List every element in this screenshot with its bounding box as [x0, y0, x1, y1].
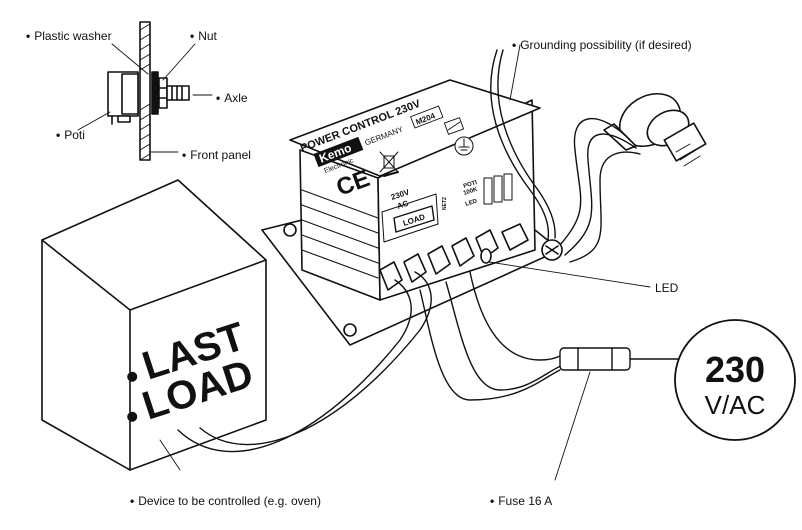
remote-poti — [559, 92, 707, 263]
callout-led-text: LED — [655, 281, 679, 295]
load-box-dot-bottom — [127, 411, 138, 422]
bullet-dot: • — [182, 148, 187, 162]
callout-grounding: •Grounding possibility (if desired) — [512, 38, 692, 52]
poti-value-label: 100K — [463, 187, 479, 197]
mains-unit: V/AC — [705, 390, 766, 420]
poti-terminal-label: POTI — [463, 180, 478, 190]
callout-nut: •Nut — [190, 29, 217, 43]
callout-axle: •Axle — [216, 91, 248, 105]
callout-grounding-text: Grounding possibility (if desired) — [520, 38, 692, 52]
callout-front-panel-text: Front panel — [190, 148, 251, 162]
callout-led: LED — [655, 281, 678, 295]
bullet-dot: • — [56, 128, 61, 142]
callout-poti: •Poti — [56, 128, 85, 142]
power-control-module: POWER CONTROL 230V Kemo GERMANY M204 Ele… — [261, 79, 651, 346]
ground-symbol-icon — [454, 136, 474, 156]
callout-fuse: •Fuse 16 A — [490, 494, 552, 508]
bullet-dot: • — [26, 29, 31, 43]
fuse-holder — [559, 347, 631, 371]
front-panel-drawing — [139, 21, 151, 161]
poti-mount-detail — [77, 21, 213, 161]
callout-front-panel: •Front panel — [182, 148, 251, 162]
callout-nut-text: Nut — [198, 29, 217, 43]
bullet-dot: • — [490, 494, 495, 508]
callout-device-text: Device to be controlled (e.g. oven) — [138, 494, 321, 508]
callout-axle-text: Axle — [224, 91, 248, 105]
tool-icon — [443, 117, 465, 135]
plastic-washer-drawing — [151, 71, 159, 115]
mains-voltage: 230 — [705, 349, 765, 390]
callout-poti-text: Poti — [64, 128, 85, 142]
nut-drawing — [158, 77, 168, 109]
callout-fuse-text: Fuse 16 A — [498, 494, 553, 508]
callout-device: •Device to be controlled (e.g. oven) — [130, 494, 321, 508]
weee-bin-icon — [379, 151, 399, 177]
led-drawing — [480, 248, 492, 264]
callout-plastic-washer: •Plastic washer — [26, 29, 112, 43]
netz-label: NETZ — [442, 197, 448, 210]
bullet-dot: • — [512, 38, 517, 52]
bullet-dot: • — [216, 91, 221, 105]
load-box — [41, 179, 267, 471]
mains-circle — [674, 319, 796, 441]
bullet-dot: • — [130, 494, 135, 508]
callout-plastic-washer-text: Plastic washer — [34, 29, 112, 43]
axle-drawing — [166, 85, 190, 101]
led-terminal-label: LED — [465, 198, 479, 208]
cables — [159, 271, 681, 481]
load-box-dot-top — [127, 371, 138, 382]
grounding-wire — [490, 44, 563, 261]
bullet-dot: • — [190, 29, 195, 43]
